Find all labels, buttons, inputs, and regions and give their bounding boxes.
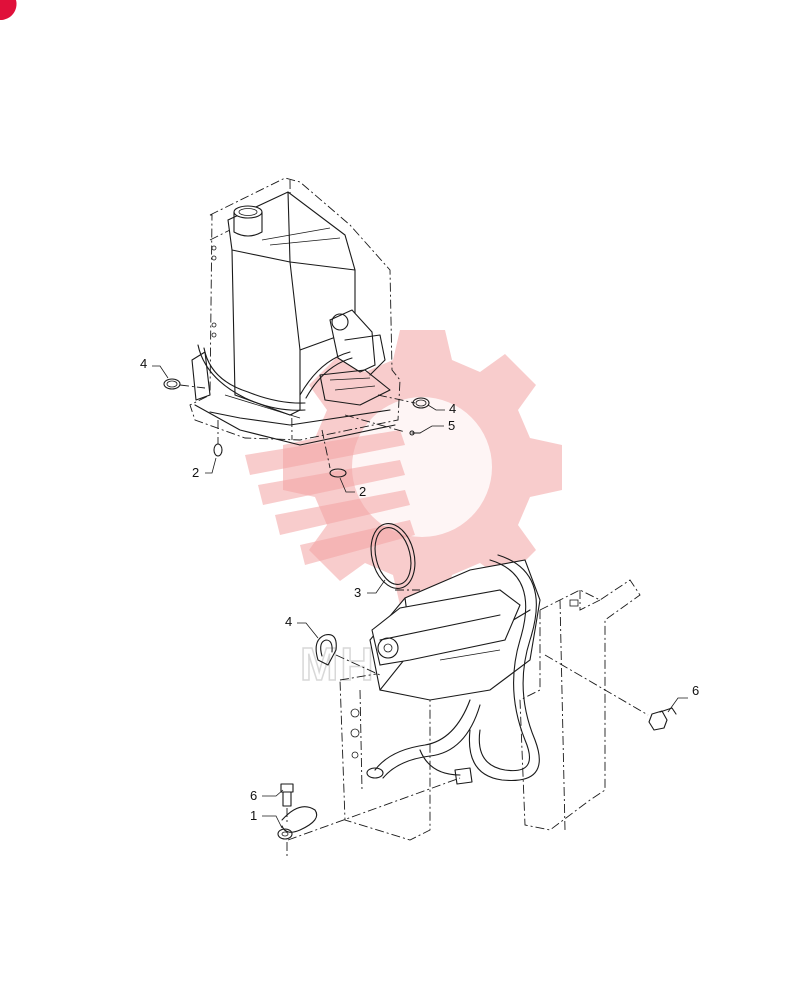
callout-4-upper-right: 4 xyxy=(427,401,456,416)
svg-text:1: 1 xyxy=(250,808,257,823)
callout-1: 1 xyxy=(250,808,283,829)
callout-4-upper-left: 4 xyxy=(140,356,169,379)
svg-text:2: 2 xyxy=(192,465,199,480)
fitting-part-5 xyxy=(409,430,421,436)
o-ring-part-3 xyxy=(370,523,416,589)
svg-text:3: 3 xyxy=(354,585,361,600)
corner-mark xyxy=(0,0,17,21)
svg-text:4: 4 xyxy=(285,614,292,629)
callout-2-right: 2 xyxy=(339,477,366,499)
o-ring-part-2-right xyxy=(329,468,347,478)
bolt-part-6-right xyxy=(648,707,677,731)
callout-5: 5 xyxy=(419,418,455,434)
svg-text:6: 6 xyxy=(692,683,699,698)
svg-text:4: 4 xyxy=(449,401,456,416)
o-ring-part-2-left xyxy=(213,443,223,457)
clamp-part-4-lower xyxy=(315,634,337,666)
callout-3: 3 xyxy=(354,579,386,600)
svg-text:2: 2 xyxy=(359,484,366,499)
svg-text:6: 6 xyxy=(250,788,257,803)
clip-part-1 xyxy=(277,806,318,840)
bolt-part-6-bottom xyxy=(280,783,294,807)
engine-assembly xyxy=(339,554,641,841)
svg-text:5: 5 xyxy=(448,418,455,433)
callout-6-bottom: 6 xyxy=(250,788,284,803)
callout-4-lower: 4 xyxy=(285,614,319,639)
callout-2-left: 2 xyxy=(192,457,217,480)
callout-6-right: 6 xyxy=(667,683,699,713)
assembly-lines xyxy=(179,384,649,856)
svg-text:4: 4 xyxy=(140,356,147,371)
clamp-part-4-upper-left xyxy=(163,378,181,390)
tank-assembly xyxy=(189,177,401,446)
